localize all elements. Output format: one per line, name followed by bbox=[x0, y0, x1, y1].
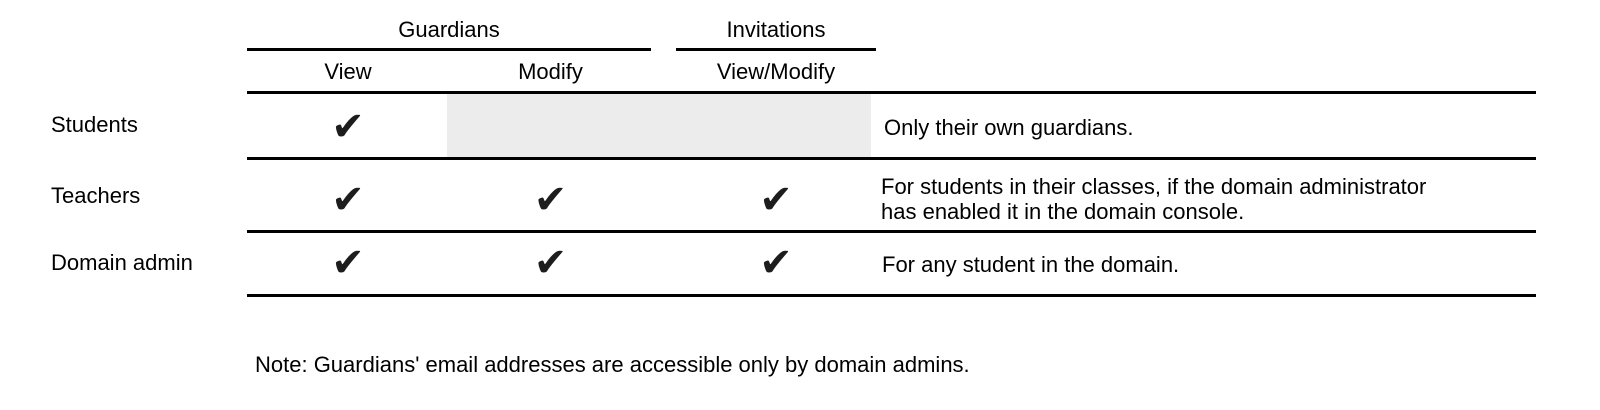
invitations-group-underline bbox=[676, 48, 876, 51]
note-line: Only their own guardians. bbox=[884, 115, 1134, 140]
column-header-view-modify: View/Modify bbox=[716, 59, 836, 84]
row-label-students: Students bbox=[51, 112, 138, 137]
table-bottom-divider bbox=[247, 294, 1536, 297]
note-domain-admin: For any student in the domain. bbox=[882, 252, 1179, 277]
note-teachers: For students in their classes, if the do… bbox=[881, 174, 1426, 224]
check-icon: ✔ bbox=[759, 240, 793, 286]
guardians-group-underline bbox=[247, 48, 651, 51]
footnote: Note: Guardians' email addresses are acc… bbox=[255, 352, 970, 377]
row-divider bbox=[247, 157, 1536, 160]
note-line: For any student in the domain. bbox=[882, 252, 1180, 277]
check-icon: ✔ bbox=[533, 240, 568, 286]
check-icon: ✔ bbox=[331, 177, 365, 223]
row-label-domain-admin: Domain admin bbox=[51, 250, 193, 275]
column-header-modify: Modify bbox=[518, 59, 583, 84]
check-icon: ✔ bbox=[331, 240, 365, 286]
shaded-cell bbox=[447, 94, 871, 157]
group-header-invitations: Invitations bbox=[726, 17, 826, 42]
note-line: has enabled it in the domain console. bbox=[881, 199, 1245, 224]
row-divider bbox=[247, 230, 1536, 233]
row-label-teachers: Teachers bbox=[51, 183, 141, 208]
header-divider bbox=[247, 91, 1536, 94]
check-icon: ✔ bbox=[331, 104, 365, 150]
note-students: Only their own guardians. bbox=[884, 115, 1133, 140]
note-line: For students in their classes, if the do… bbox=[881, 174, 1427, 199]
group-header-guardians: Guardians bbox=[398, 17, 500, 42]
check-icon bbox=[449, 105, 652, 149]
check-icon: ✔ bbox=[759, 177, 793, 223]
check-icon: ✔ bbox=[533, 177, 568, 223]
column-header-view: View bbox=[324, 59, 372, 84]
check-icon bbox=[676, 105, 876, 149]
